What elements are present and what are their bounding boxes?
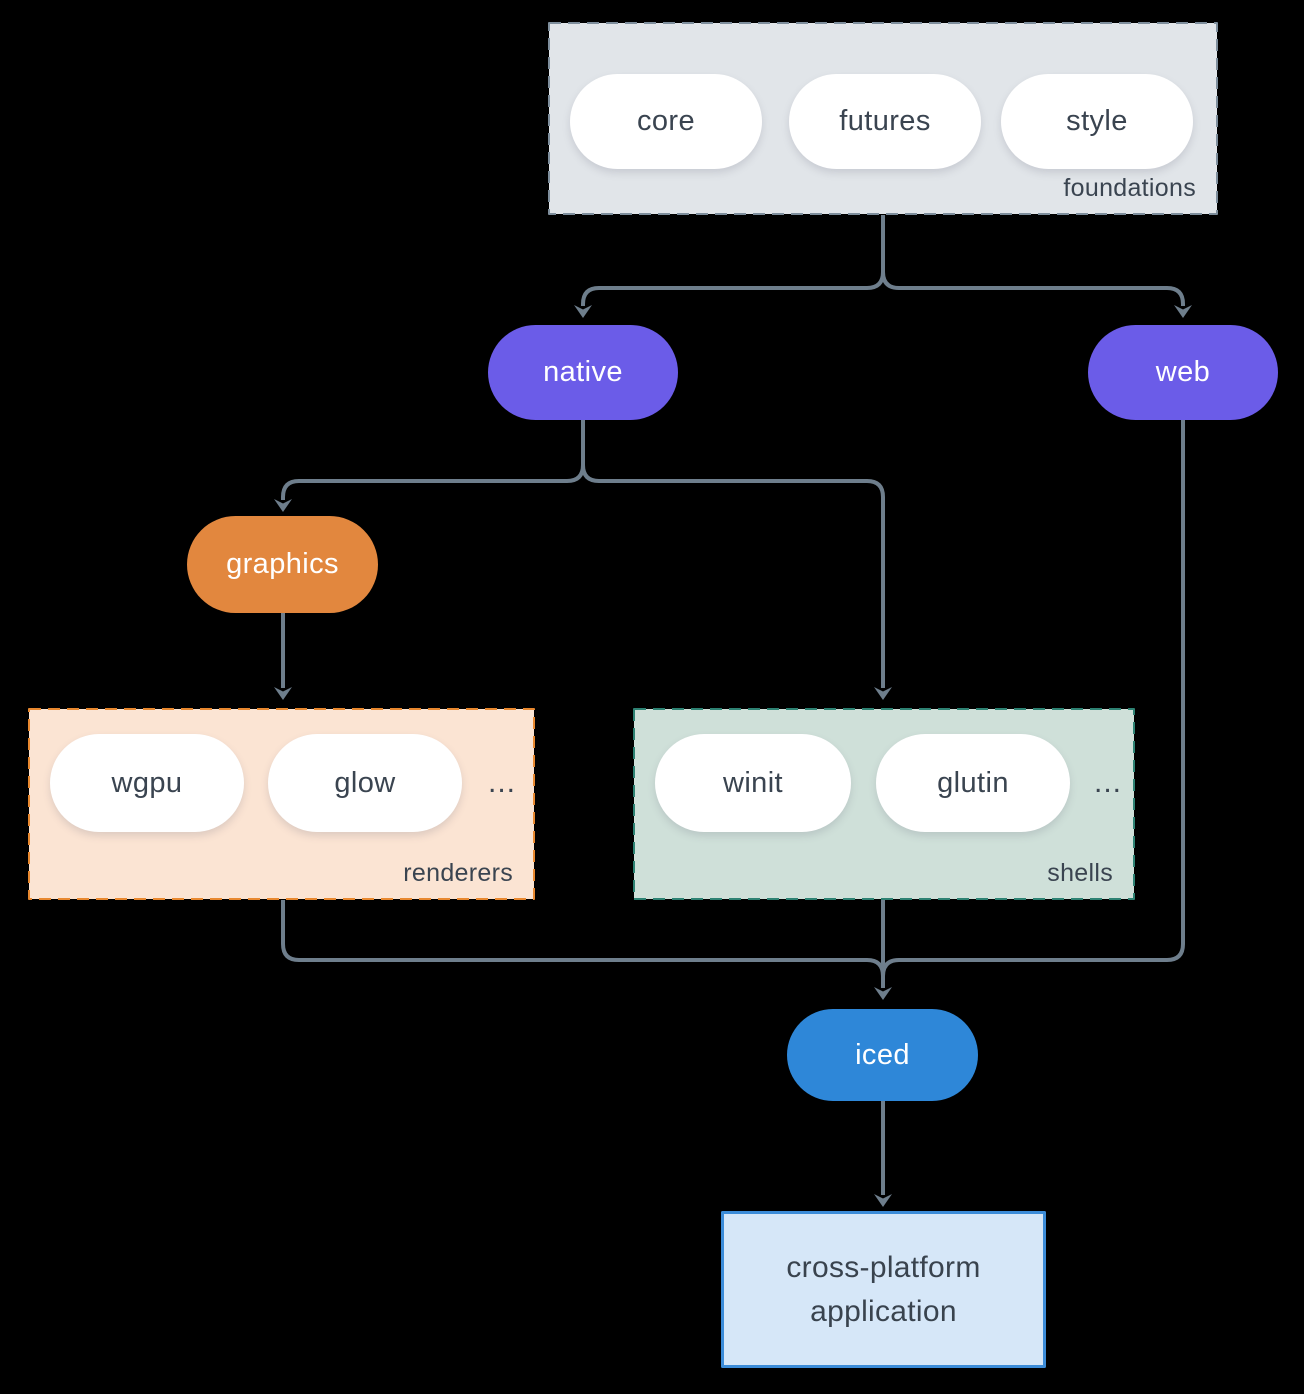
shells-ellipsis: ... [1093, 766, 1122, 799]
group-shells: winit glutin ... shells [633, 708, 1135, 900]
node-winit: winit [655, 734, 851, 832]
edge-foundations-native [574, 271, 885, 318]
group-foundations-label: foundations [1063, 174, 1196, 202]
application-label-line1: cross-platform [786, 1250, 981, 1284]
node-web: web [1088, 325, 1278, 420]
application-label-line2: application [810, 1294, 957, 1328]
edge-renderers-merge [281, 900, 885, 977]
node-glutin: glutin [876, 734, 1070, 832]
node-glow: glow [268, 734, 462, 832]
group-renderers: wgpu glow ... renderers [28, 708, 535, 900]
node-wgpu: wgpu [50, 734, 244, 832]
node-core: core [570, 74, 762, 169]
application-box [721, 1211, 1046, 1368]
group-renderers-label: renderers [403, 859, 513, 887]
node-graphics: graphics [187, 516, 378, 613]
group-shells-label: shells [1047, 859, 1113, 887]
node-futures: futures [789, 74, 981, 169]
node-application: cross-platform application [721, 1211, 1046, 1368]
node-iced: iced [787, 1009, 978, 1101]
edge-native-shells [581, 464, 892, 700]
edge-foundations-web [881, 271, 1192, 318]
renderers-ellipsis: ... [487, 766, 516, 799]
node-native: native [488, 325, 678, 420]
node-style: style [1001, 74, 1193, 169]
edge-native-graphics [274, 464, 585, 512]
group-foundations: core futures style foundations [548, 22, 1218, 215]
